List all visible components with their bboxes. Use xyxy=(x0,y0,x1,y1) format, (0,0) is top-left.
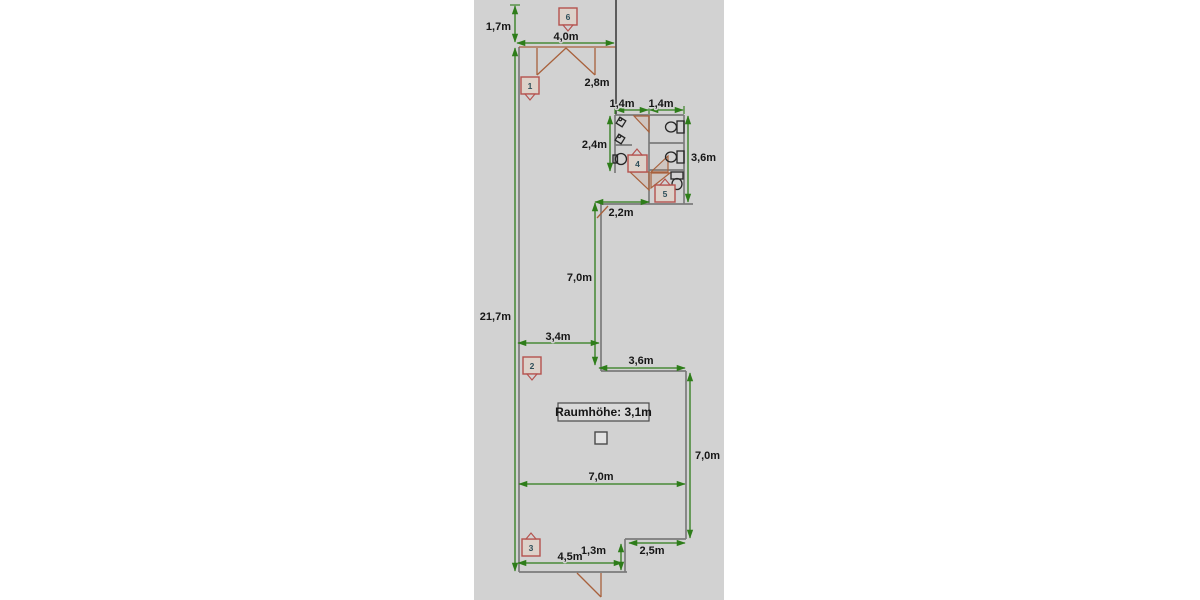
dim-label-door-width: 2,8m xyxy=(584,77,609,89)
urinal-icon-1 xyxy=(615,116,627,128)
room-height-box xyxy=(557,402,650,422)
opening-tick-icon xyxy=(596,205,609,219)
dimension-labels: 1,7m 4,0m 2,8m 1,4m 1,4m 2,4m 3,6m 2,2m … xyxy=(478,20,721,565)
room-marker-3: 3 xyxy=(521,532,541,557)
room-marker-2: 2 xyxy=(522,356,542,381)
door-swing-icon-wc2 xyxy=(649,154,669,173)
svg-text:5: 5 xyxy=(663,189,668,199)
room-marker-4: 4 xyxy=(627,148,648,173)
dim-label-top-offset: 1,7m xyxy=(486,21,511,33)
svg-text:6: 6 xyxy=(566,12,571,22)
door-swing-icon-wc4 xyxy=(650,172,672,190)
room-height-info: Raumhöhe: 3,1m xyxy=(555,402,652,445)
svg-text:1: 1 xyxy=(528,81,533,91)
dim-label-step-depth: 1,3m xyxy=(581,545,606,557)
dim-label-wc-depth-right: 3,6m xyxy=(691,152,716,164)
column-symbol xyxy=(594,431,608,445)
room-marker-5: 5 xyxy=(654,178,676,203)
dim-label-bottom-width: 4,5m xyxy=(557,551,582,563)
dimension-lines xyxy=(510,4,694,572)
dim-label-hall-width: 4,0m xyxy=(553,31,578,43)
double-door-icon xyxy=(536,47,596,76)
dim-label-extension-width: 3,6m xyxy=(628,355,653,367)
dim-label-room-width: 7,0m xyxy=(588,471,613,483)
room-marker-1: 1 xyxy=(520,76,540,101)
dim-label-extension-length: 7,0m xyxy=(695,450,720,462)
door-swing-icon-wc1 xyxy=(632,115,650,134)
svg-text:2: 2 xyxy=(530,361,535,371)
urinal-icon-2 xyxy=(614,133,626,145)
dim-label-corridor-length: 7,0m xyxy=(567,272,592,284)
dim-label-corridor-width: 3,4m xyxy=(545,331,570,343)
room-marker-6: 6 xyxy=(558,7,578,32)
entrance-door-icon xyxy=(576,572,602,598)
room-height-label: Raumhöhe: 3,1m xyxy=(555,405,652,419)
dim-label-step-width: 2,5m xyxy=(639,545,664,557)
svg-text:4: 4 xyxy=(635,159,640,169)
svg-text:3: 3 xyxy=(529,543,534,553)
toilet-icon-2 xyxy=(664,150,685,164)
toilet-icon-1 xyxy=(664,120,685,134)
dim-label-total-length: 21,7m xyxy=(480,311,511,323)
dim-label-wc-depth-left: 2,4m xyxy=(582,139,607,151)
toilet-icon-3 xyxy=(670,171,684,191)
sanitary-fixtures xyxy=(612,116,685,191)
dim-label-passage: 2,2m xyxy=(608,207,633,219)
room-markers: 1 2 3 4 5 6 xyxy=(520,7,676,557)
dim-label-wc-left: 1,4m xyxy=(609,98,634,110)
dim-label-wc-right: 1,4m xyxy=(648,98,673,110)
